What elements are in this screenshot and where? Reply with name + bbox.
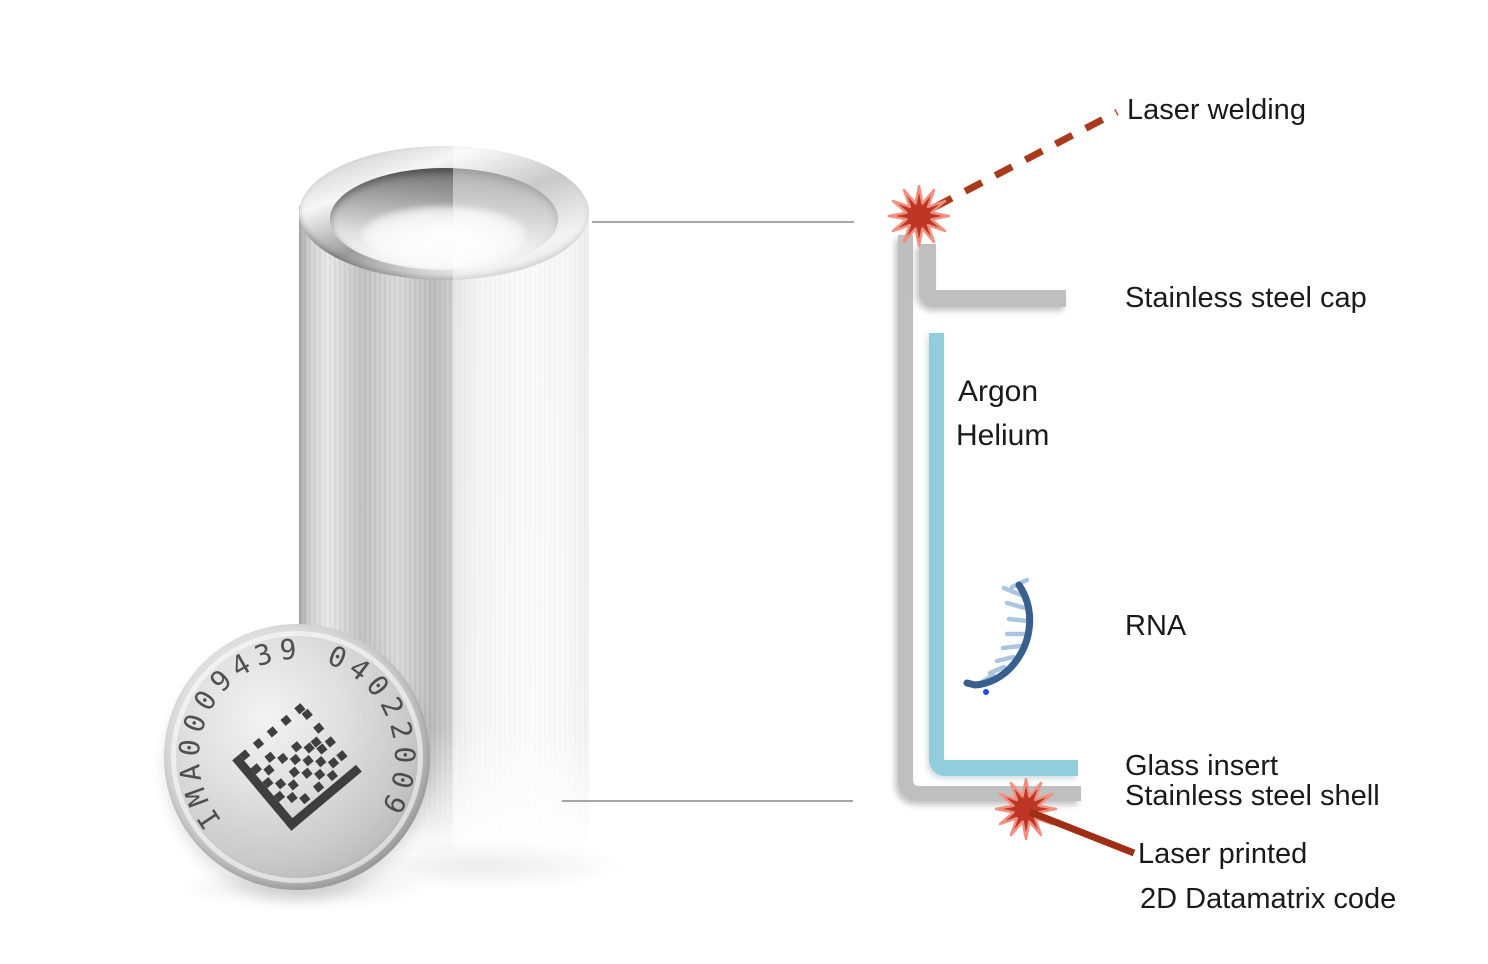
cap-engraving-svg: IMA0009439 04022009	[173, 633, 422, 836]
steel-cap-shape	[919, 244, 1066, 307]
laser-welding-dashed-line	[933, 108, 1119, 211]
label-helium: Helium	[956, 419, 1050, 452]
laser-print-starburst-icon	[994, 777, 1058, 841]
weld-starburst-top-icon	[887, 184, 951, 248]
bottom-connector-line	[562, 800, 853, 802]
label-laser-printed: Laser printed	[1138, 838, 1308, 870]
label-glass-insert: Glass insert	[1125, 750, 1279, 782]
datamatrix-code-engraving	[232, 703, 362, 831]
rna-strand-icon	[963, 577, 1034, 695]
svg-text:IMA0009439 04022009: IMA0009439 04022009	[173, 633, 422, 836]
laser-printed-pointer-line	[1028, 808, 1136, 857]
cap-rim-highlight	[171, 631, 423, 883]
cap-engraving-text: IMA0009439 04022009	[173, 633, 416, 836]
label-rna: RNA	[1125, 610, 1187, 642]
label-laser-welding: Laser welding	[1127, 94, 1306, 126]
label-stainless-steel-cap: Stainless steel cap	[1125, 282, 1367, 314]
top-connector-line	[592, 221, 854, 223]
glass-insert-shape	[929, 333, 1078, 776]
label-2d-datamatrix-code: 2D Datamatrix code	[1140, 883, 1397, 915]
label-argon: Argon	[958, 375, 1039, 408]
label-stainless-steel-shell: Stainless steel shell	[1125, 780, 1380, 812]
